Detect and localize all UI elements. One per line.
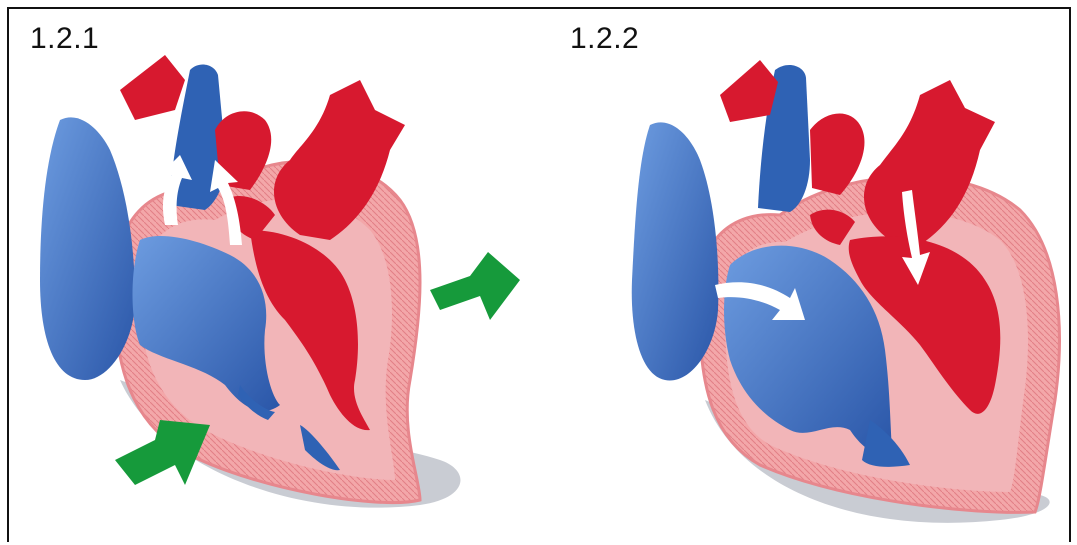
contraction-arrow [430,252,520,320]
heart-diastole-diagram [540,0,1077,545]
vena-cava [40,117,135,380]
heart-systole-diagram [0,0,540,545]
aorta [120,55,185,120]
contraction-arrow [115,420,210,485]
vena-cava [632,122,719,380]
aorta [720,60,778,122]
